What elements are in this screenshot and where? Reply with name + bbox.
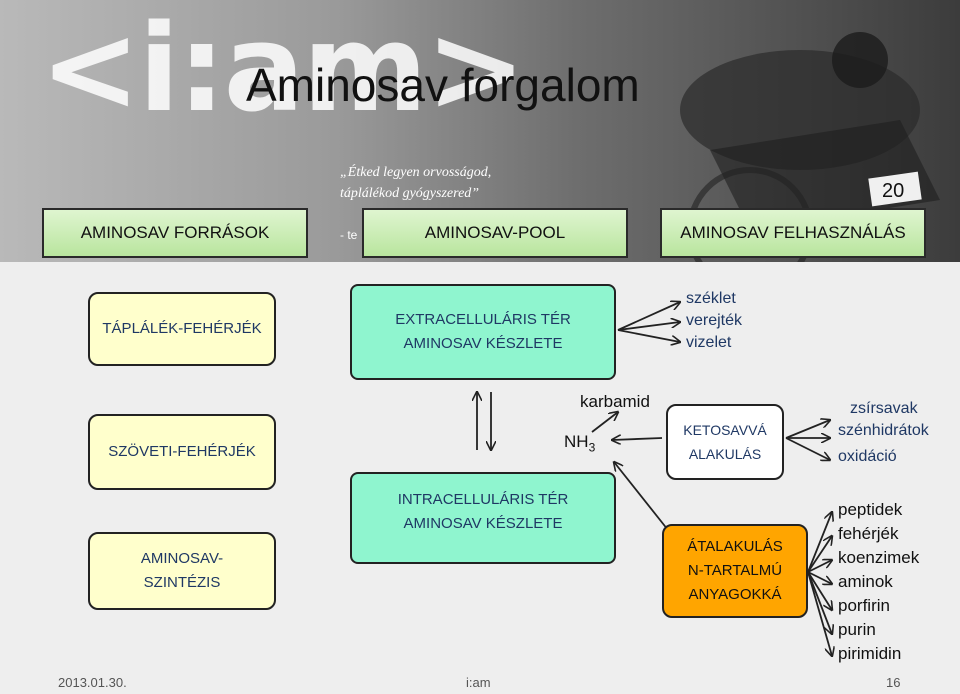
excretion-item: verejték [686,312,743,329]
oxidation-item: oxidáció [838,448,897,465]
iam-logo: <i:am> [40,0,526,139]
keto-label-1: KETOSAVVÁ [683,422,767,438]
header-sources-label: AMINOSAV FORRÁSOK [80,223,270,242]
ammonia-label: NH3 [564,432,595,454]
arrow-to-vizelet [617,329,680,342]
excretion-item: vizelet [686,334,732,351]
arrow-nh3-to-karbamid [591,412,618,433]
arrow-to-oxidacio [785,437,830,460]
transform-label-3: ANYAGOKKÁ [688,586,782,603]
header-usage: AMINOSAV FELHASZNÁLÁS [660,208,926,258]
oxidation-item: szénhidrátok [838,422,929,439]
quote-line-2: táplálékod gyógyszered” [340,186,480,201]
header-usage-label: AMINOSAV FELHASZNÁLÁS [680,223,906,242]
arrow-to-verejtek [617,322,680,331]
page-title: Aminosav forgalom [246,59,640,111]
product-item: peptidek [838,500,903,519]
tissue-protein-label: SZÖVETI-FEHÉRJÉK [108,443,256,460]
product-item: koenzimek [838,548,920,567]
synthesis-label-2: SZINTÉZIS [143,574,221,591]
arrow-to-koenzimek [807,560,832,573]
box-aminoacid-synthesis: AMINOSAV- SZINTÉZIS [88,532,276,610]
quote-text: „Étked legyen orvosságod, táplálékod gyó… [340,162,491,204]
arrow-to-porfirin [807,571,832,610]
extracellular-label-1: EXTRACELLULÁRIS TÉR [395,311,571,328]
arrow-to-aminok [807,571,832,584]
quote-line-1: „Étked legyen orvosságod, [340,165,492,180]
arrow-to-purin [807,571,832,634]
box-extracellular: EXTRACELLULÁRIS TÉR AMINOSAV KÉSZLETE [350,284,616,380]
box-keto-acid: KETOSAVVÁ ALAKULÁS [666,404,784,480]
arrow-transform-to-nh3 [614,462,669,531]
products-list: peptidek fehérjék koenzimek aminok porfi… [838,498,919,666]
intracellular-label-1: INTRACELLULÁRIS TÉR [397,491,569,508]
bib-number: 20 [882,180,904,202]
header-pool: AMINOSAV-POOL [362,208,628,258]
product-item: porfirin [838,596,890,615]
box-intracellular: INTRACELLULÁRIS TÉR AMINOSAV KÉSZLETE [350,472,616,564]
quote-author: - te [340,228,358,242]
food-protein-label: TÁPLÁLÉK-FEHÉRJÉK [102,320,262,337]
header-pool-label: AMINOSAV-POOL [424,223,566,242]
oxidation-item: zsírsavak [850,400,918,417]
transform-label-2: N-TARTALMÚ [687,562,783,579]
ammonia-subscript: 3 [588,440,596,455]
arrow-to-feherjek [807,536,832,573]
arrow-to-peptidek [807,512,832,573]
extracellular-label-2: AMINOSAV KÉSZLETE [403,335,563,352]
synthesis-label-1: AMINOSAV- [140,550,224,567]
excretion-item: széklet [686,290,736,307]
box-n-compounds: ÁTALAKULÁS N-TARTALMÚ ANYAGOKKÁ [662,524,808,618]
box-tissue-protein: SZÖVETI-FEHÉRJÉK [88,414,276,490]
excretion-list: széklet verejték vizelet [686,288,742,354]
arrow-keto-to-nh3 [612,438,663,440]
keto-label-2: ALAKULÁS [688,446,762,462]
box-food-protein: TÁPLÁLÉK-FEHÉRJÉK [88,292,276,366]
intracellular-label-2: AMINOSAV KÉSZLETE [403,515,563,532]
product-item: aminok [838,572,893,591]
ammonia-text: NH [564,432,589,451]
oxidation-list: zsírsavak szénhidrátok oxidáció [838,398,929,468]
product-item: pirimidin [838,644,902,663]
footer-date: 2013.01.30. [58,675,127,690]
urea-label: karbamid [580,392,650,411]
product-item: fehérjék [838,524,899,543]
product-item: purin [838,620,876,639]
footer-center: i:am [466,675,491,690]
footer-page-number: 16 [886,675,901,690]
arrow-to-szeklet [617,302,680,331]
arrow-to-pirimidin [807,571,832,656]
arrow-to-zsirsavak [785,420,830,439]
header-sources: AMINOSAV FORRÁSOK [42,208,308,258]
transform-label-1: ÁTALAKULÁS [687,538,783,555]
